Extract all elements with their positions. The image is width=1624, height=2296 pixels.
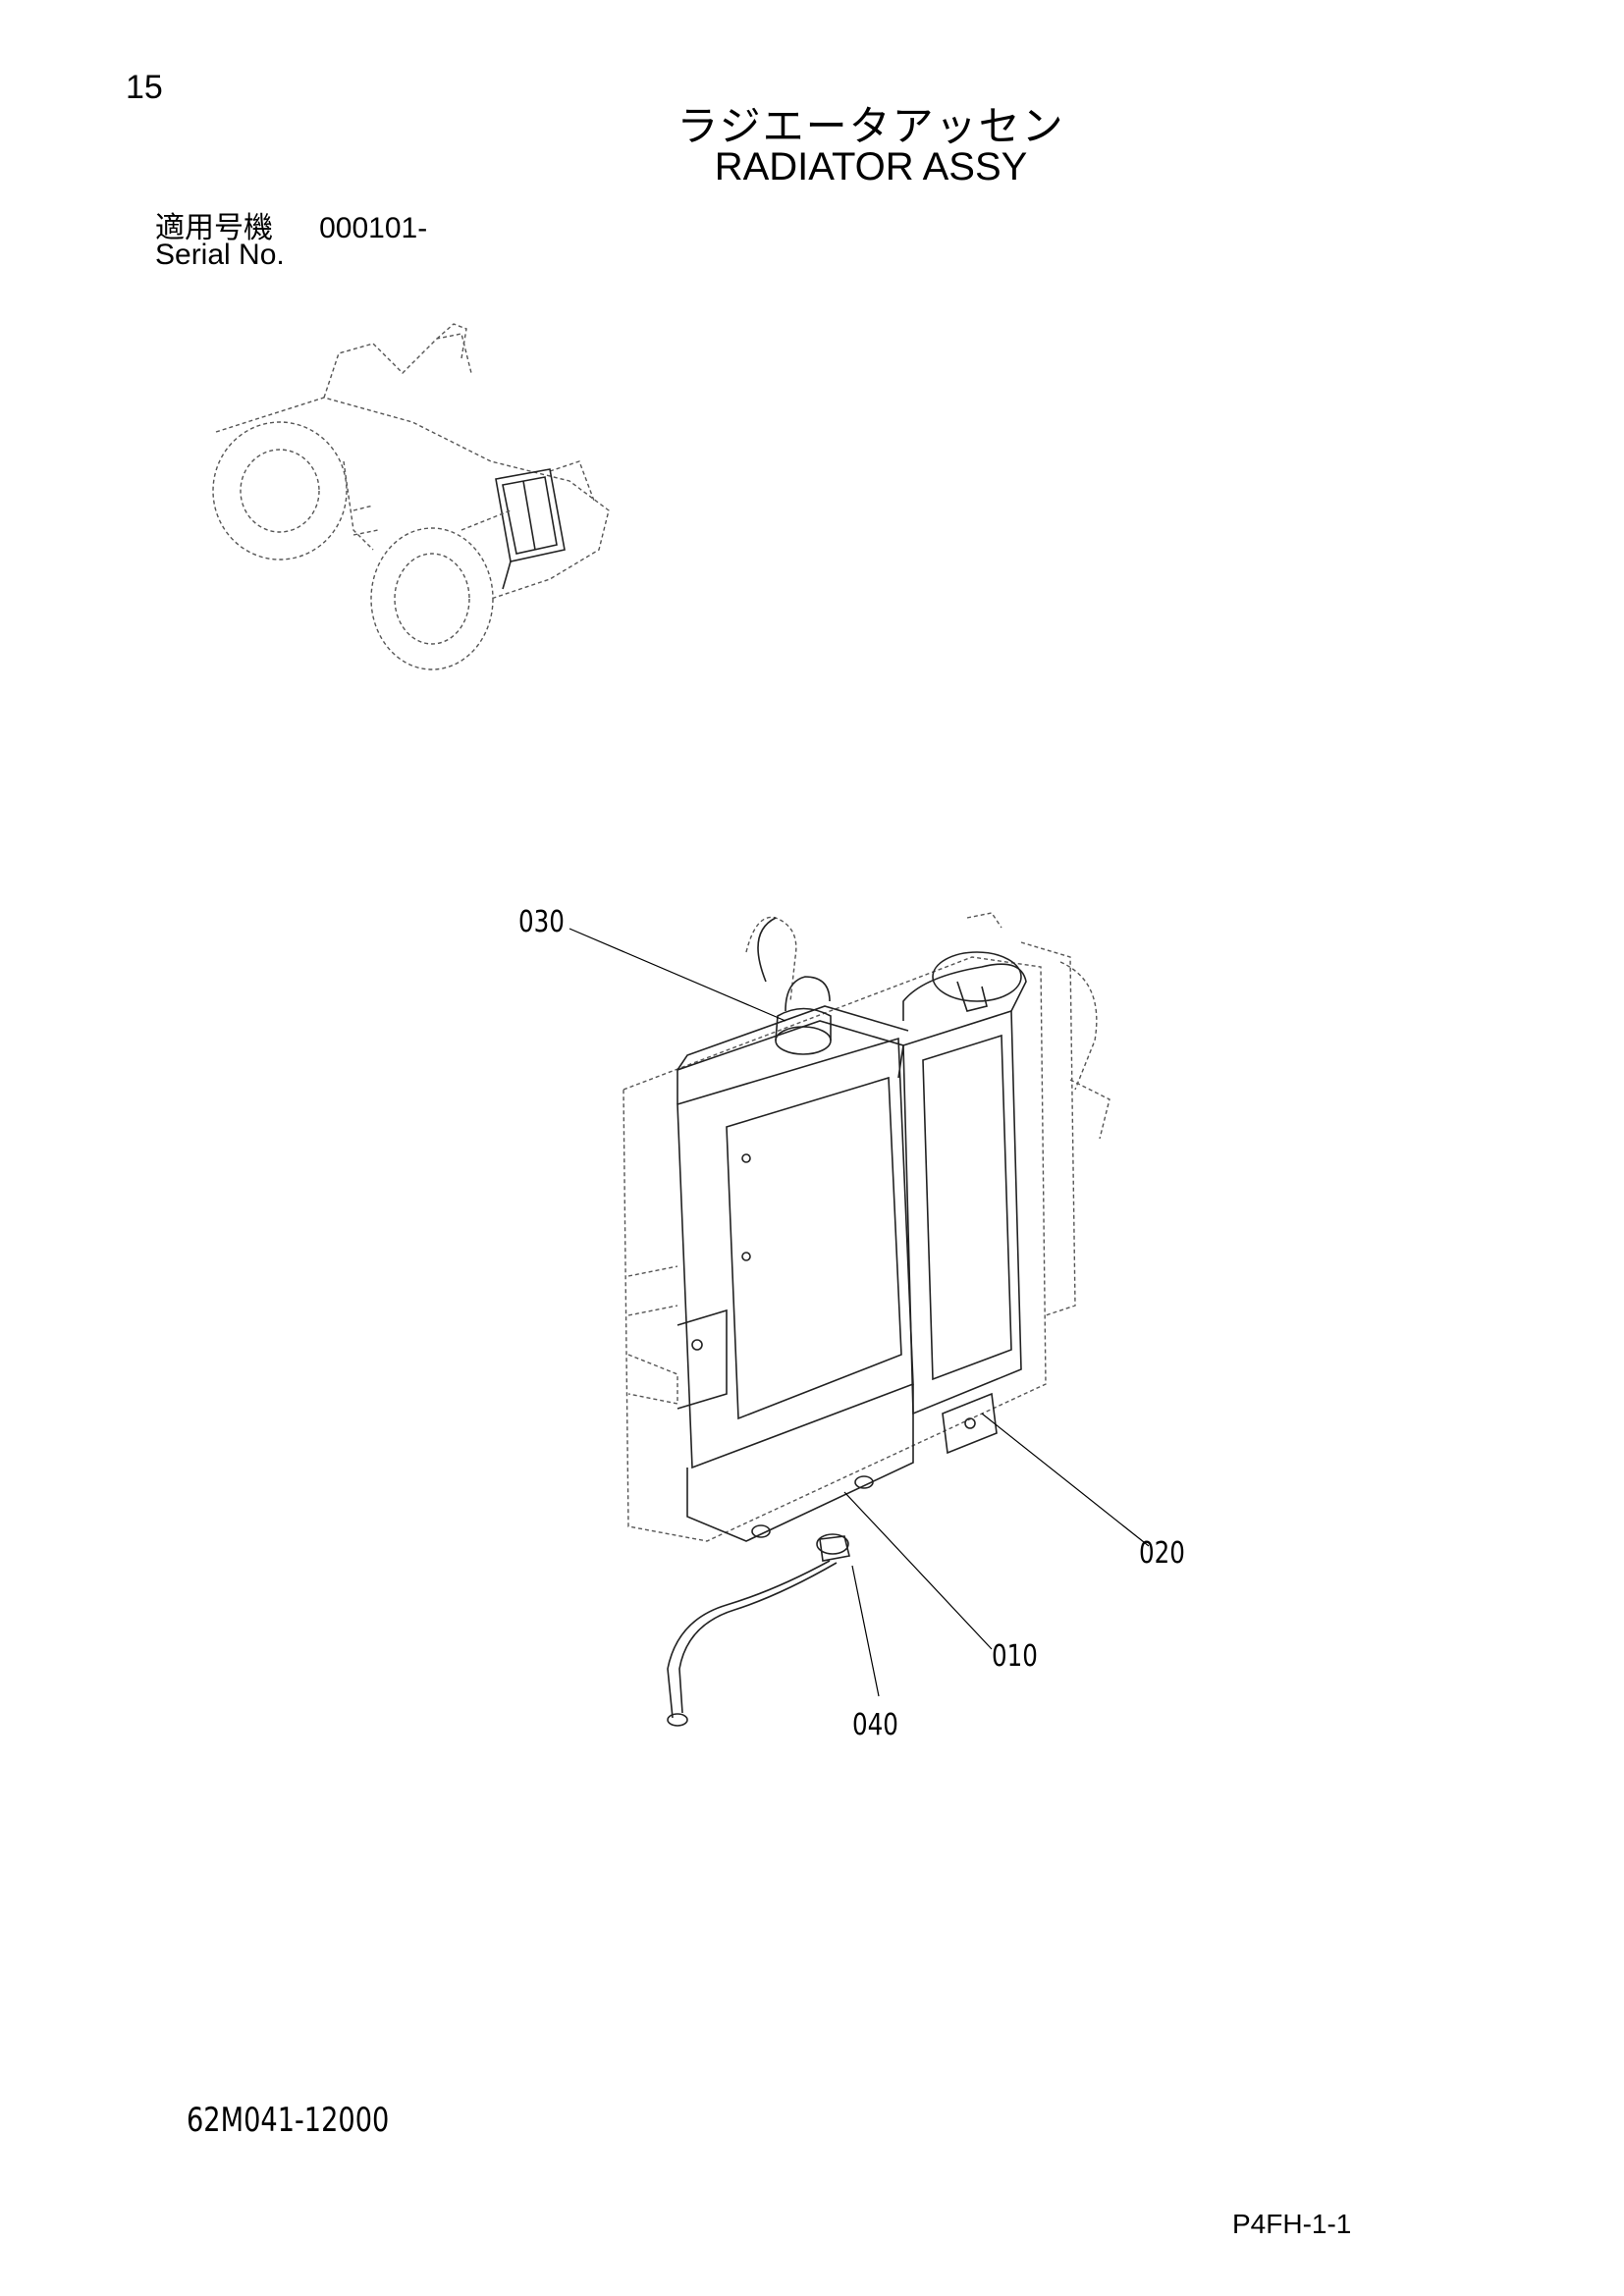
serial-value: 000101- [319,212,428,244]
page-code: P4FH-1-1 [1232,2209,1352,2239]
page-title-japanese: ラジエータアッセン [677,102,1065,150]
leader-line-040 [851,1565,880,1697]
page-title-english: RADIATOR ASSY [714,145,1028,188]
callout-label-040: 040 [852,1708,898,1742]
serial-applicable-line: 適用号機 000101- [155,203,427,246]
leader-line-010 [843,1491,993,1650]
document-number: 62M041-12000 [187,2101,390,2140]
serial-label-english: Serial No. [155,239,285,271]
radiator-assembly-illustration [623,912,1110,1727]
leader-line-020 [981,1413,1150,1547]
machine-locator-illustration [212,323,610,670]
callout-label-030: 030 [518,905,565,939]
callout-label-010: 010 [992,1639,1038,1674]
page-number: 15 [126,69,163,106]
leader-line-030 [568,928,786,1022]
serial-label-japanese: 適用号機 [155,211,273,245]
callout-label-020: 020 [1139,1536,1185,1571]
